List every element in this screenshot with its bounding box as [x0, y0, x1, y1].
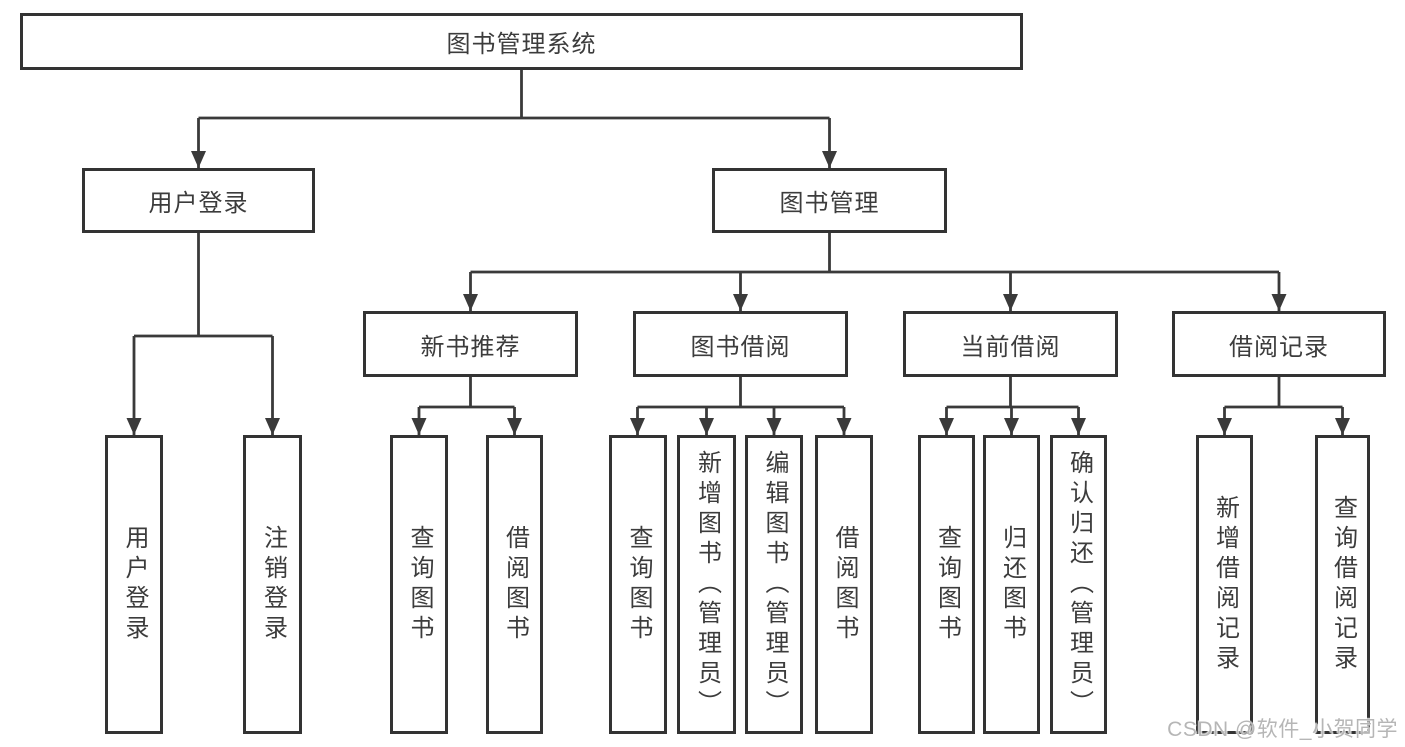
node-borrow-records-label: 借阅记录 — [1229, 333, 1329, 361]
node-new-book-recommend: 新书推荐 — [363, 311, 578, 377]
leaf-query-borrow-record: 查询借阅记录 — [1315, 435, 1370, 734]
leaf-confirm-return-admin-label: 确认归还（管理员） — [1065, 449, 1093, 720]
leaf-user-login-label: 用户登录 — [121, 524, 148, 645]
leaf-borrow-books-recommend-label: 借阅图书 — [501, 524, 529, 645]
leaf-add-book-admin-label: 新增图书（管理员） — [693, 449, 721, 720]
leaf-logout-label: 注销登录 — [259, 524, 287, 645]
leaf-query-books-borrow: 查询图书 — [609, 435, 667, 734]
leaf-add-borrow-record: 新增借阅记录 — [1196, 435, 1253, 734]
leaf-add-book-admin: 新增图书（管理员） — [677, 435, 736, 734]
leaf-edit-book-admin-label: 编辑图书（管理员） — [761, 449, 788, 720]
connector-trunks — [134, 70, 1343, 409]
leaf-logout: 注销登录 — [243, 435, 302, 734]
node-borrow-records: 借阅记录 — [1172, 311, 1386, 377]
leaf-return-books-label: 归还图书 — [998, 524, 1026, 645]
node-book-management-label: 图书管理 — [779, 190, 880, 217]
leaf-query-books-current: 查询图书 — [918, 435, 975, 734]
node-system-root-label: 图书管理系统 — [446, 31, 597, 58]
leaf-borrow-books-recommend: 借阅图书 — [486, 435, 543, 734]
leaf-query-books-borrow-label: 查询图书 — [625, 524, 652, 645]
node-book-management: 图书管理 — [712, 168, 947, 233]
node-user-login: 用户登录 — [82, 168, 315, 233]
leaf-query-books-current-label: 查询图书 — [933, 524, 961, 645]
leaf-confirm-return-admin: 确认归还（管理员） — [1050, 435, 1107, 734]
leaf-user-login: 用户登录 — [105, 435, 163, 734]
leaf-return-books: 归还图书 — [983, 435, 1040, 734]
node-system-root: 图书管理系统 — [20, 13, 1023, 70]
leaf-query-borrow-record-label: 查询借阅记录 — [1329, 494, 1357, 675]
node-current-borrow: 当前借阅 — [903, 311, 1118, 377]
node-current-borrow-label: 当前借阅 — [960, 333, 1061, 361]
leaf-add-borrow-record-label: 新增借阅记录 — [1211, 494, 1239, 675]
leaf-borrow-books-label: 借阅图书 — [831, 524, 858, 645]
node-new-book-recommend-label: 新书推荐 — [420, 333, 521, 361]
leaf-borrow-books: 借阅图书 — [815, 435, 873, 734]
csdn-watermark: CSDN @软件_小贺同学 — [1167, 718, 1398, 741]
node-book-borrow: 图书借阅 — [633, 311, 848, 377]
leaf-query-books-recommend-label: 查询图书 — [406, 524, 433, 645]
node-book-borrow-label: 图书借阅 — [690, 333, 791, 361]
leaf-edit-book-admin: 编辑图书（管理员） — [745, 435, 803, 734]
node-user-login-label: 用户登录 — [148, 190, 249, 217]
leaf-query-books-recommend: 查询图书 — [390, 435, 448, 734]
